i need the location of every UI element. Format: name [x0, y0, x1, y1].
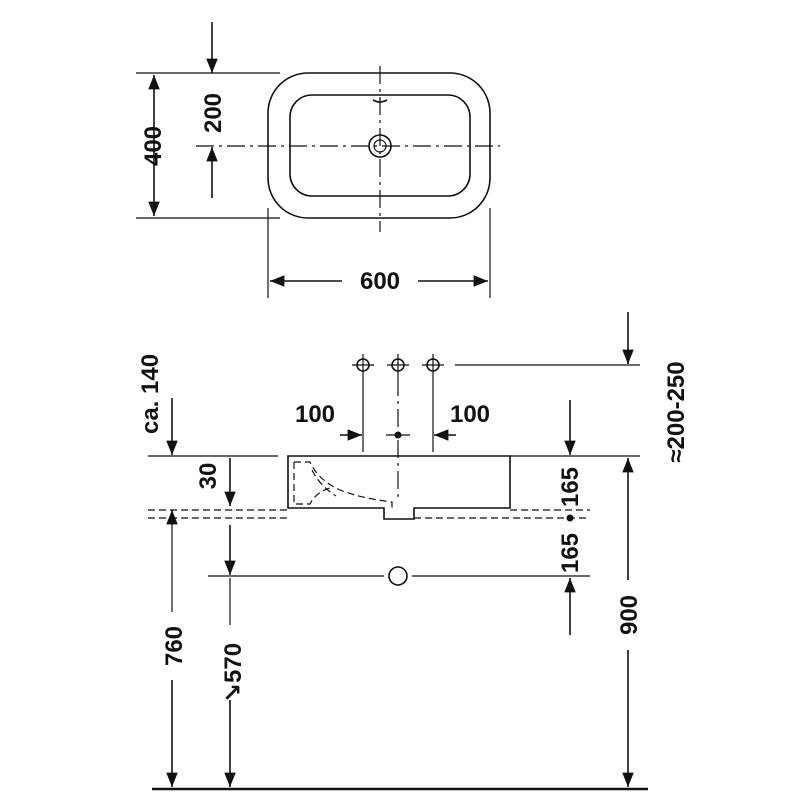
- dim-200-250-label: ≈200-250: [663, 361, 690, 462]
- dim-900-label: 900: [616, 595, 643, 635]
- dimension-760: 760: [161, 510, 188, 787]
- tap-right-icon: [422, 354, 444, 378]
- dimension-600: 600: [270, 268, 488, 295]
- tap-center-icon: [387, 354, 409, 378]
- basin-section: [287, 455, 511, 520]
- dimension-165-top: 165: [557, 400, 584, 507]
- tap-left-icon: [352, 354, 374, 378]
- dimension-900: 900: [616, 458, 643, 787]
- dimension-30: 30: [195, 458, 236, 506]
- dimension-ca-140: ca. 140: [137, 354, 178, 455]
- dimension-400: 400: [140, 75, 167, 216]
- dim-200-label: 200: [200, 93, 227, 133]
- plan-view: 400 200 600: [136, 22, 500, 298]
- dimension-165-bottom: 165: [557, 533, 584, 635]
- dim-165-bottom-label: 165: [557, 533, 584, 573]
- dim-760-label: 760: [161, 626, 188, 666]
- elevation-view: 100 100 ca. 140 ≈200-250: [137, 312, 690, 791]
- dimension-100-right: 100: [434, 401, 490, 441]
- dim-600-label: 600: [360, 268, 400, 295]
- dimension-200-250: ≈200-250: [622, 312, 690, 463]
- dim-570-label: ↘570: [220, 643, 247, 703]
- waste-outlet-icon: [388, 566, 408, 586]
- dim-ca-140-label: ca. 140: [137, 354, 164, 434]
- dim-30-label: 30: [195, 463, 222, 490]
- dimension-100-left: 100: [295, 401, 362, 441]
- dim-165-top-label: 165: [557, 467, 584, 507]
- dim-100-right-label: 100: [450, 401, 490, 428]
- dim-100-left-label: 100: [295, 401, 335, 428]
- dim-400-label: 400: [140, 126, 167, 166]
- dimension-200: 200: [200, 22, 227, 198]
- dimension-570: ↘570: [220, 525, 247, 787]
